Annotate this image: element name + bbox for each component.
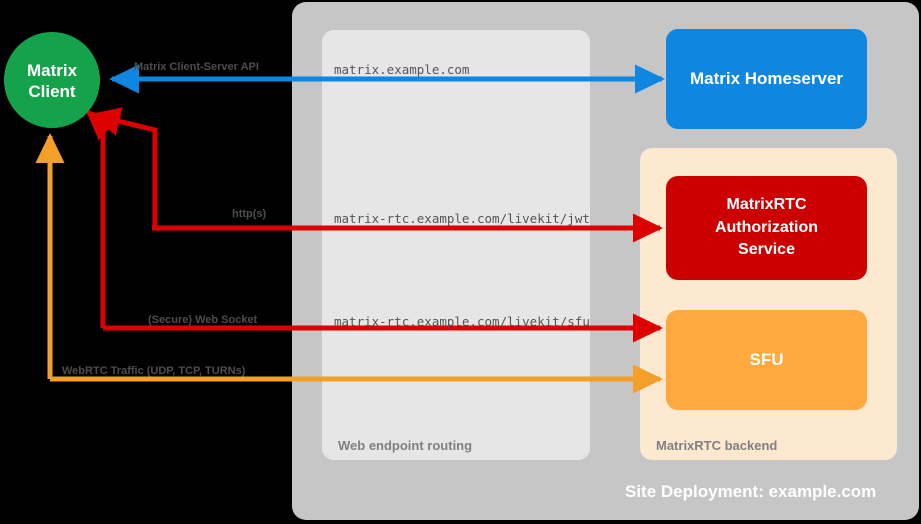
node-matrixrtc-authorization-service[interactable] xyxy=(666,176,867,280)
node-matrix-homeserver[interactable] xyxy=(666,29,867,129)
endpoint-label-matrix-example-com: matrix.example.com xyxy=(334,62,470,77)
node-matrix-client[interactable] xyxy=(4,32,100,128)
endpoint-label-livekit-jwt: matrix-rtc.example.com/livekit/jwt xyxy=(334,211,590,226)
endpoint-label-livekit-sfu: matrix-rtc.example.com/livekit/sfu xyxy=(334,314,590,329)
zone-web-endpoint-routing xyxy=(322,30,590,460)
edge-livekit-sfu-return xyxy=(85,110,118,328)
node-sfu[interactable] xyxy=(666,310,867,410)
